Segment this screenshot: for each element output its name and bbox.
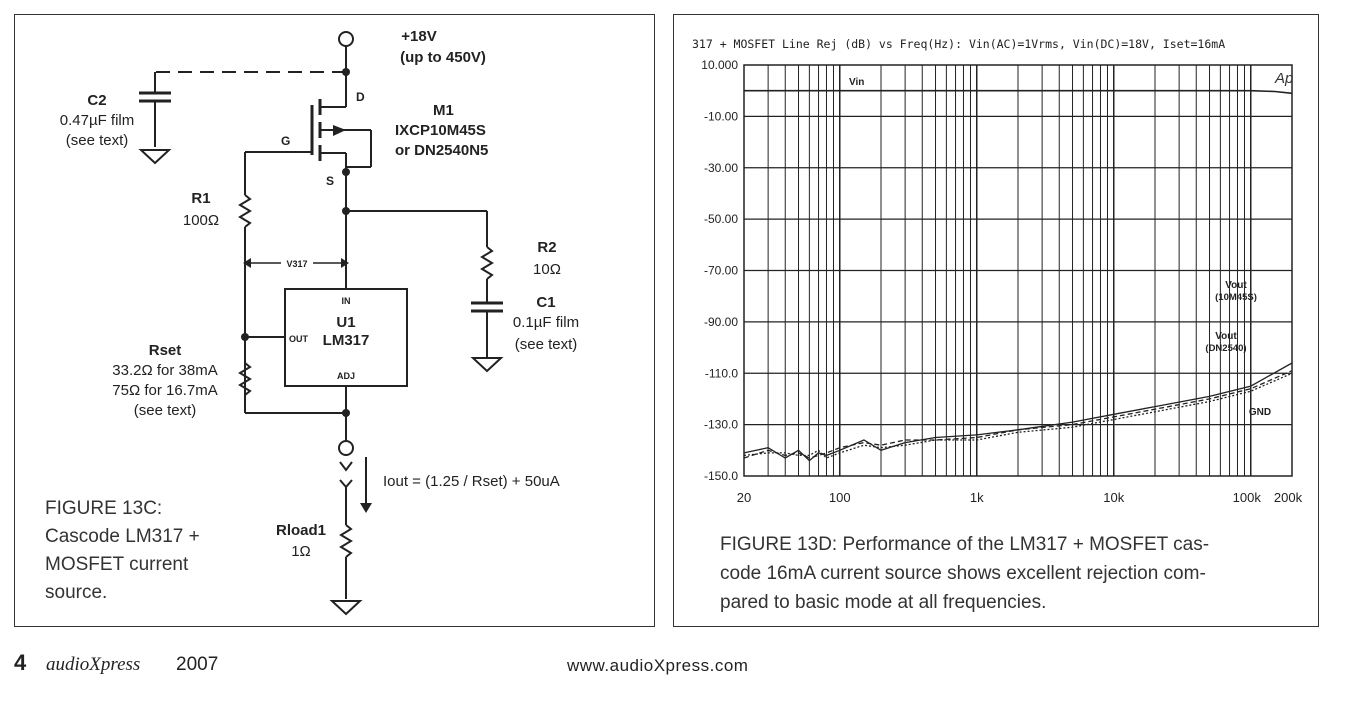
caption-13d-line1: FIGURE 13D: Performance of the LM317 + M… [720,534,1209,555]
x-tick-label: 100k [1233,490,1262,505]
y-tick-label: -10.00 [704,109,738,123]
x-tick-label: 20 [737,490,751,505]
chart-series [743,89,1293,462]
r1-value: 100Ω [183,212,219,229]
label-vin: Vin [849,77,864,88]
r2-value: 10Ω [533,261,561,278]
m1-pin-g: G [281,134,290,148]
rset-line1: 33.2Ω for 38mA [112,362,217,379]
chart-title: 317 + MOSFET Line Rej (dB) vs Freq(Hz): … [692,37,1225,51]
x-tick-label: 100 [829,490,851,505]
c1-name: C1 [536,294,555,311]
m1-pin-d: D [356,90,365,104]
x-tick-label: 200k [1274,490,1303,505]
x-tick-label: 1k [970,490,984,505]
u1-pin-out: OUT [289,334,309,344]
rset-line2: 75Ω for 16.7mA [112,382,217,399]
u1-pin-adj: ADJ [337,371,355,381]
website-url: www.audioXpress.com [567,656,749,675]
label-vout1-a: Vout [1225,280,1247,291]
m1-name: M1 [433,102,454,119]
series-vin [744,89,1293,95]
r2-name: R2 [537,239,556,256]
series-vout-dn2540 [743,370,1293,459]
c1-value: 0.1µF film [513,314,579,331]
y-tick-label: -70.00 [704,264,738,278]
line-rejection-chart: 317 + MOSFET Line Rej (dB) vs Freq(Hz): … [692,37,1303,613]
cascode-schematic: +18V (up to 450V) C2 0.47µF film (see te… [45,28,579,616]
y-tick-label: -130.0 [704,418,738,432]
output-terminal [338,440,354,456]
y-tick-label: -30.00 [704,161,738,175]
caption-13c-line2: Cascode LM317 + [45,526,200,547]
supply-note: (up to 450V) [400,49,486,66]
page-number: 4 [14,650,27,675]
rload-name: Rload1 [276,522,326,539]
u1-part: LM317 [323,332,370,349]
c2-name: C2 [87,92,106,109]
supply-terminal [338,31,354,47]
v317-label: V317 [286,259,307,269]
m1-pin-s: S [326,174,334,188]
series-gnd [743,372,1293,459]
magazine-name: audioXpress [46,654,141,675]
caption-13c-line3: MOSFET current [45,554,189,575]
caption-13d-line2: code 16mA current source shows excellent… [720,563,1206,584]
caption-13c-line4: source. [45,582,107,603]
label-gnd: GND [1249,407,1271,418]
u1-name: U1 [336,314,355,331]
rload-value: 1Ω [291,543,311,560]
y-tick-label: -50.00 [704,212,738,226]
publication-year: 2007 [176,654,219,675]
x-tick-labels: 20 100 1k 10k 100k 200k [737,490,1303,505]
rset-note: (see text) [134,402,197,419]
m1-part1: IXCP10M45S [395,122,486,139]
c2-value: 0.47µF film [60,112,135,129]
ap-logo: Ap [1274,70,1293,87]
y-tick-label: -150.0 [704,469,738,483]
figure-13c-panel: +18V (up to 450V) C2 0.47µF film (see te… [14,14,655,627]
c2-note: (see text) [66,132,129,149]
supply-label: +18V [401,28,436,45]
c1-note: (see text) [515,336,578,353]
caption-13c-line1: FIGURE 13C: [45,498,162,519]
y-tick-labels: 10.000 -10.00 -30.00 -50.00 -70.00 -90.00 -110… [701,58,738,483]
caption-13d-line3: pared to basic mode at all frequencies. [720,592,1046,613]
y-tick-label: 10.000 [701,58,738,72]
u1-pin-in: IN [342,296,351,306]
y-tick-label: -90.00 [704,315,738,329]
y-tick-label: -110.0 [705,366,738,380]
r1-name: R1 [191,190,210,207]
iout-formula: Iout = (1.25 / Rset) + 50uA [383,473,560,490]
x-tick-label: 10k [1103,490,1124,505]
chart-grid [743,64,1293,477]
label-vout2-b: (DN2540) [1205,343,1246,354]
label-vout1-b: (10M45S) [1215,292,1257,303]
label-vout2-a: Vout [1215,331,1237,342]
m1-part2: or DN2540N5 [395,142,488,159]
rset-name: Rset [149,342,182,359]
figure-13d-panel: 317 + MOSFET Line Rej (dB) vs Freq(Hz): … [673,14,1319,627]
